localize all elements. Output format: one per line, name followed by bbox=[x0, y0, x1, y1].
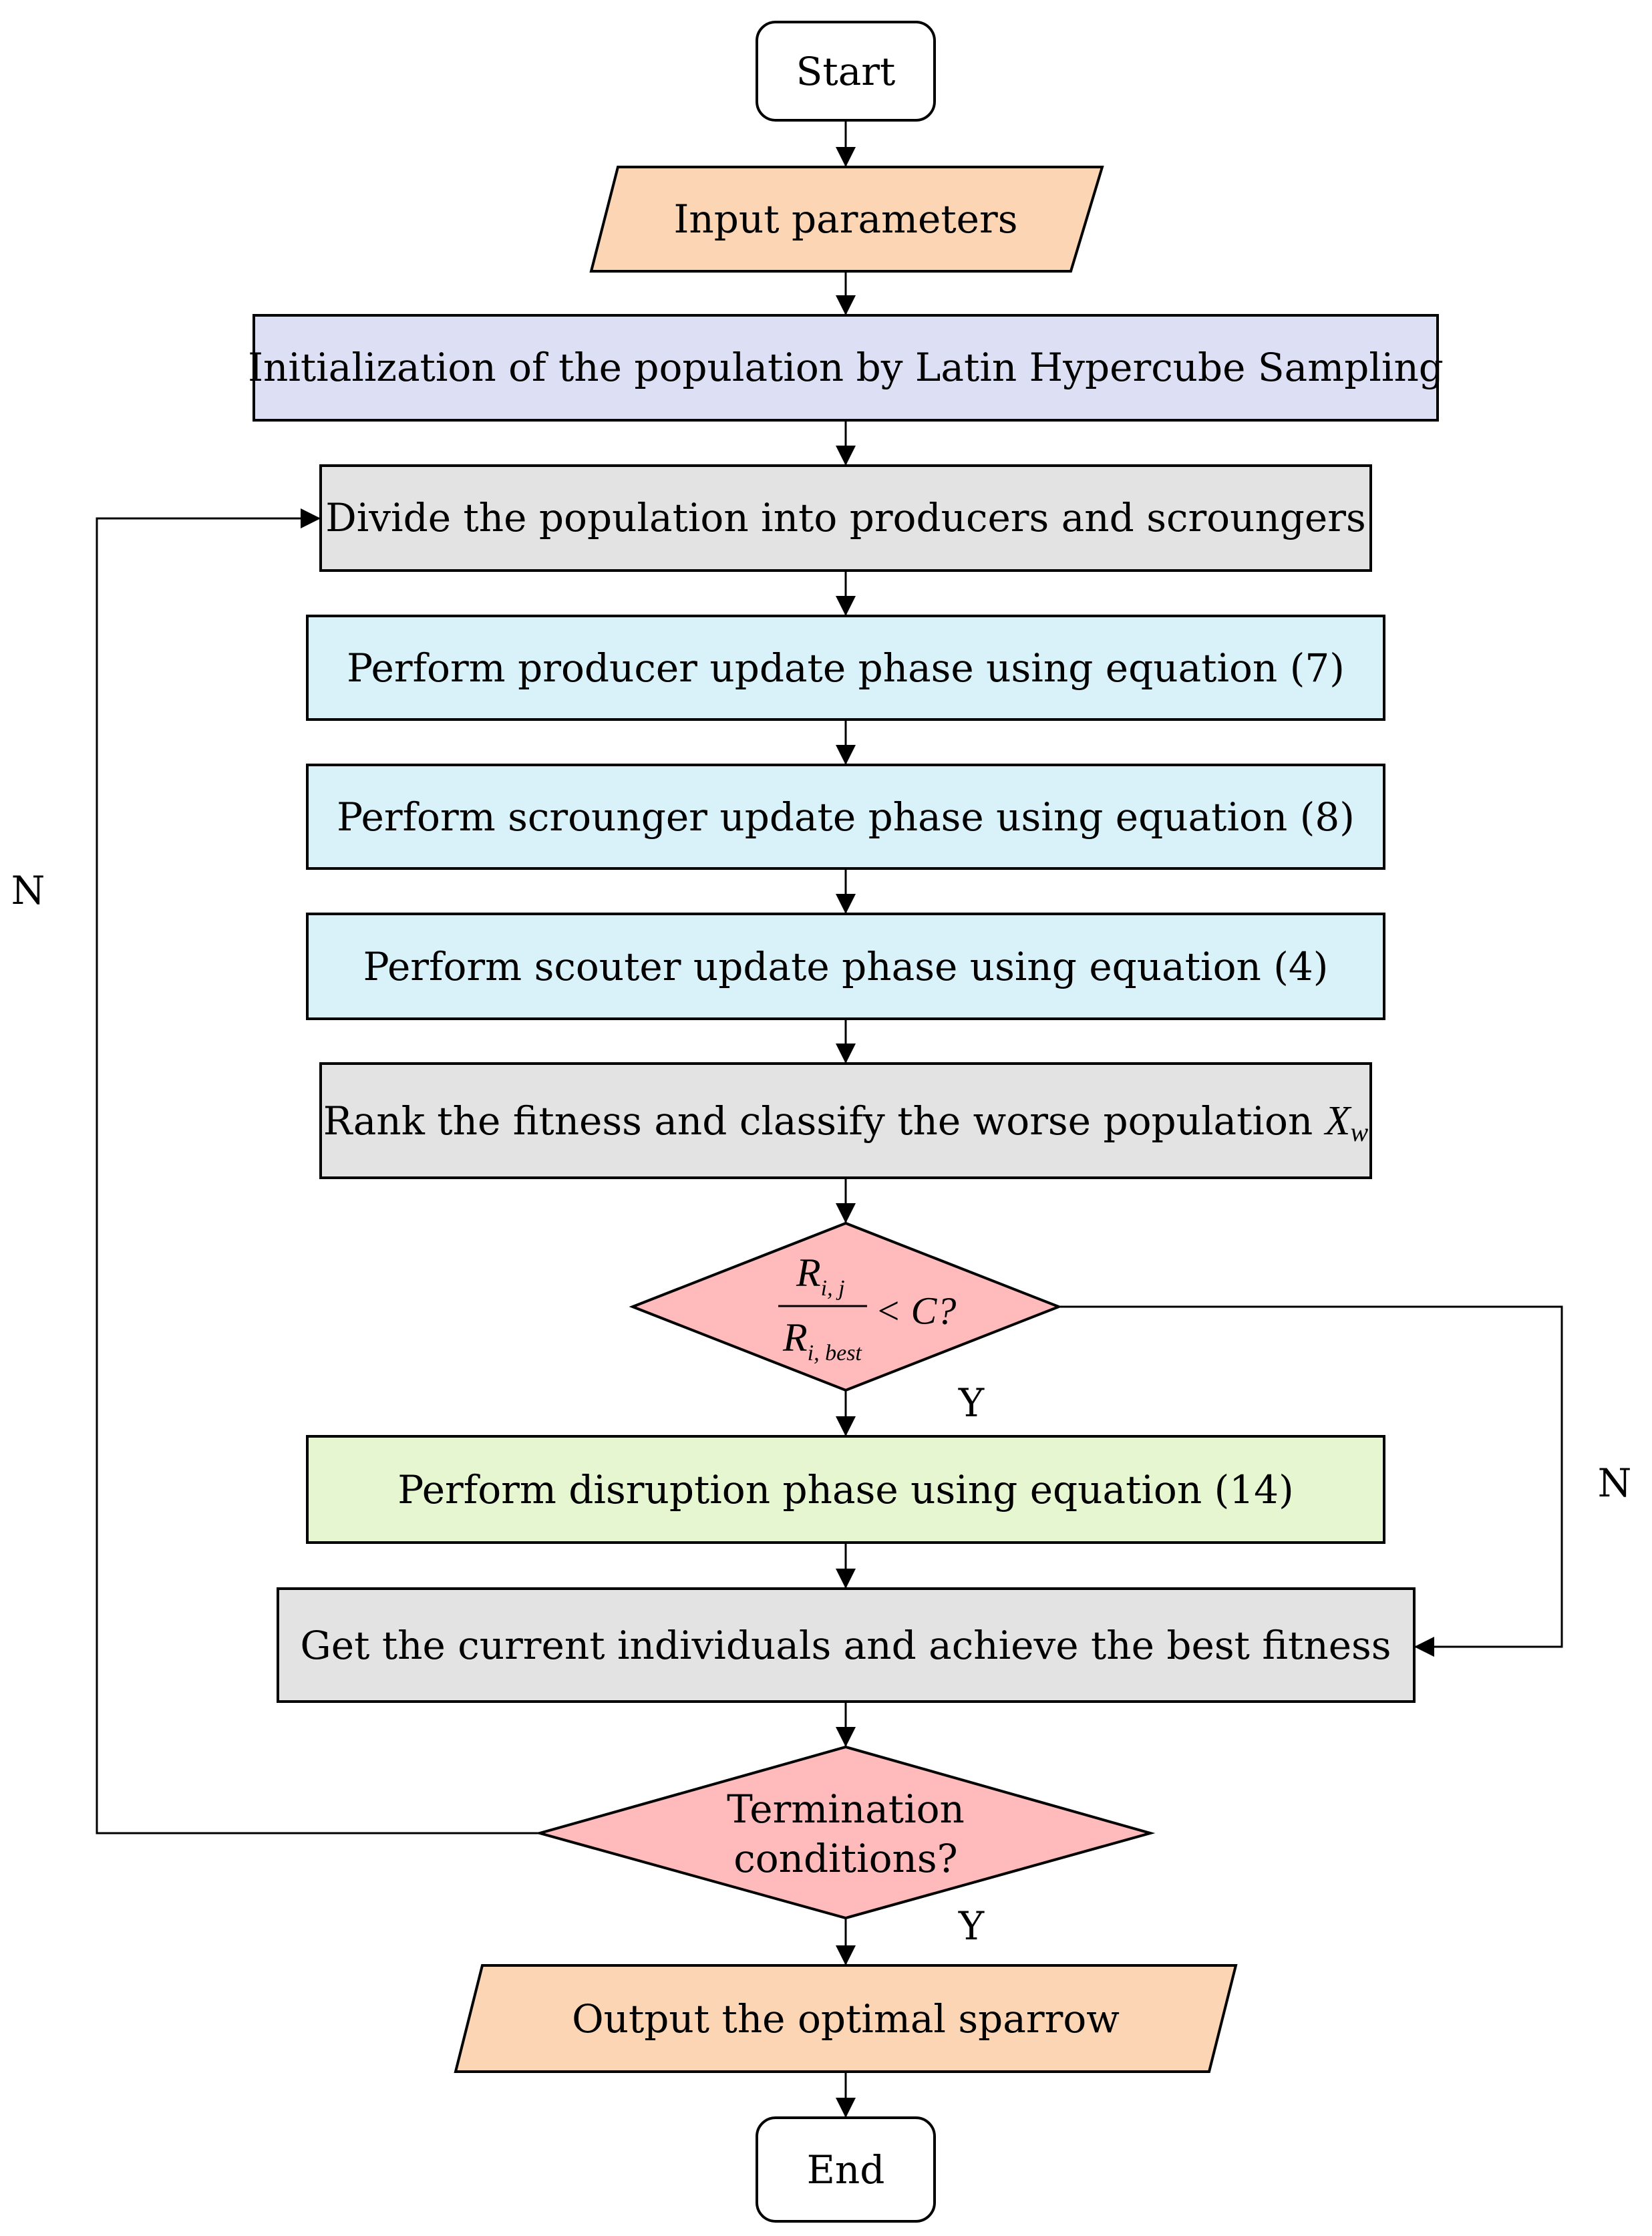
decision1-denominator: Ri, best bbox=[782, 1315, 862, 1366]
scrounger-label: Perform scrounger update phase using equ… bbox=[337, 794, 1355, 840]
input-label: Input parameters bbox=[674, 196, 1018, 242]
divide-box bbox=[319, 464, 1372, 572]
decision1-denominator-symbol: R bbox=[782, 1315, 808, 1360]
rank-label: Rank the fitness and classify the worse … bbox=[323, 1098, 1369, 1147]
start-label: Start bbox=[796, 49, 896, 94]
rank-node: Rank the fitness and classify the worse … bbox=[319, 1062, 1372, 1179]
end-node: End bbox=[756, 2116, 936, 2223]
scrounger-box bbox=[306, 764, 1385, 870]
decision1-yes-label: Y bbox=[958, 1380, 985, 1426]
get-current-node: Get the current individuals and achieve … bbox=[277, 1587, 1416, 1703]
output-label: Output the optimal sparrow bbox=[572, 1996, 1120, 2042]
start-node: Start bbox=[756, 21, 936, 122]
producer-node: Perform producer update phase using equa… bbox=[306, 615, 1385, 721]
termination-yes-label: Y bbox=[958, 1903, 985, 1949]
producer-label: Perform producer update phase using equa… bbox=[347, 645, 1345, 691]
rank-symbol: X bbox=[1323, 1098, 1352, 1144]
decision1-numerator: Ri, j bbox=[796, 1251, 845, 1301]
scrounger-node: Perform scrounger update phase using equ… bbox=[306, 764, 1385, 870]
scouter-node: Perform scouter update phase using equat… bbox=[306, 913, 1385, 1020]
divide-node: Divide the population into producers and… bbox=[319, 464, 1372, 572]
decision1-comparison: < C? bbox=[875, 1289, 956, 1333]
disruption-label: Perform disruption phase using equation … bbox=[397, 1467, 1293, 1512]
decision1-numerator-symbol: R bbox=[796, 1251, 821, 1295]
edge-decision-get-no bbox=[1059, 1305, 1563, 1657]
termination-label-line1: Termination bbox=[727, 1786, 965, 1832]
termination-node: Termination conditions? bbox=[534, 1745, 1156, 1920]
scouter-label: Perform scouter update phase using equat… bbox=[363, 944, 1329, 989]
output-node: Output the optimal sparrow bbox=[454, 1964, 1238, 2073]
input-node: Input parameters bbox=[589, 166, 1104, 273]
termination-label-line2: conditions? bbox=[733, 1836, 957, 1881]
termination-diamond bbox=[534, 1745, 1156, 1920]
disruption-node: Perform disruption phase using equation … bbox=[306, 1435, 1385, 1544]
producer-box bbox=[306, 615, 1385, 721]
get-current-label: Get the current individuals and achieve … bbox=[300, 1623, 1391, 1668]
rank-box bbox=[319, 1062, 1372, 1179]
output-parallelogram bbox=[454, 1964, 1238, 2073]
end-label: End bbox=[807, 2147, 885, 2193]
init-node: Initialization of the population by Lati… bbox=[248, 314, 1444, 422]
init-box bbox=[253, 314, 1439, 422]
start-terminal bbox=[756, 21, 936, 122]
disruption-box bbox=[306, 1435, 1385, 1544]
scouter-box bbox=[306, 913, 1385, 1020]
divide-label: Divide the population into producers and… bbox=[325, 495, 1366, 540]
connectors bbox=[96, 120, 1563, 2118]
rank-text: Rank the fitness and classify the worse … bbox=[323, 1098, 1325, 1144]
rank-subscript: w bbox=[1351, 1117, 1369, 1147]
end-terminal bbox=[756, 2116, 936, 2223]
edge-termination-divide-no bbox=[96, 508, 540, 1834]
decision1-numerator-subscript: i, j bbox=[821, 1276, 845, 1301]
termination-no-label: N bbox=[11, 868, 45, 913]
decision1-node: Ri, j Ri, best < C? bbox=[629, 1221, 1063, 1392]
input-parallelogram bbox=[589, 166, 1104, 273]
decision1-denominator-subscript: i, best bbox=[808, 1341, 863, 1366]
get-current-box bbox=[277, 1587, 1416, 1703]
init-label: Initialization of the population by Lati… bbox=[248, 345, 1444, 390]
decision1-no-label: N bbox=[1598, 1460, 1632, 1506]
